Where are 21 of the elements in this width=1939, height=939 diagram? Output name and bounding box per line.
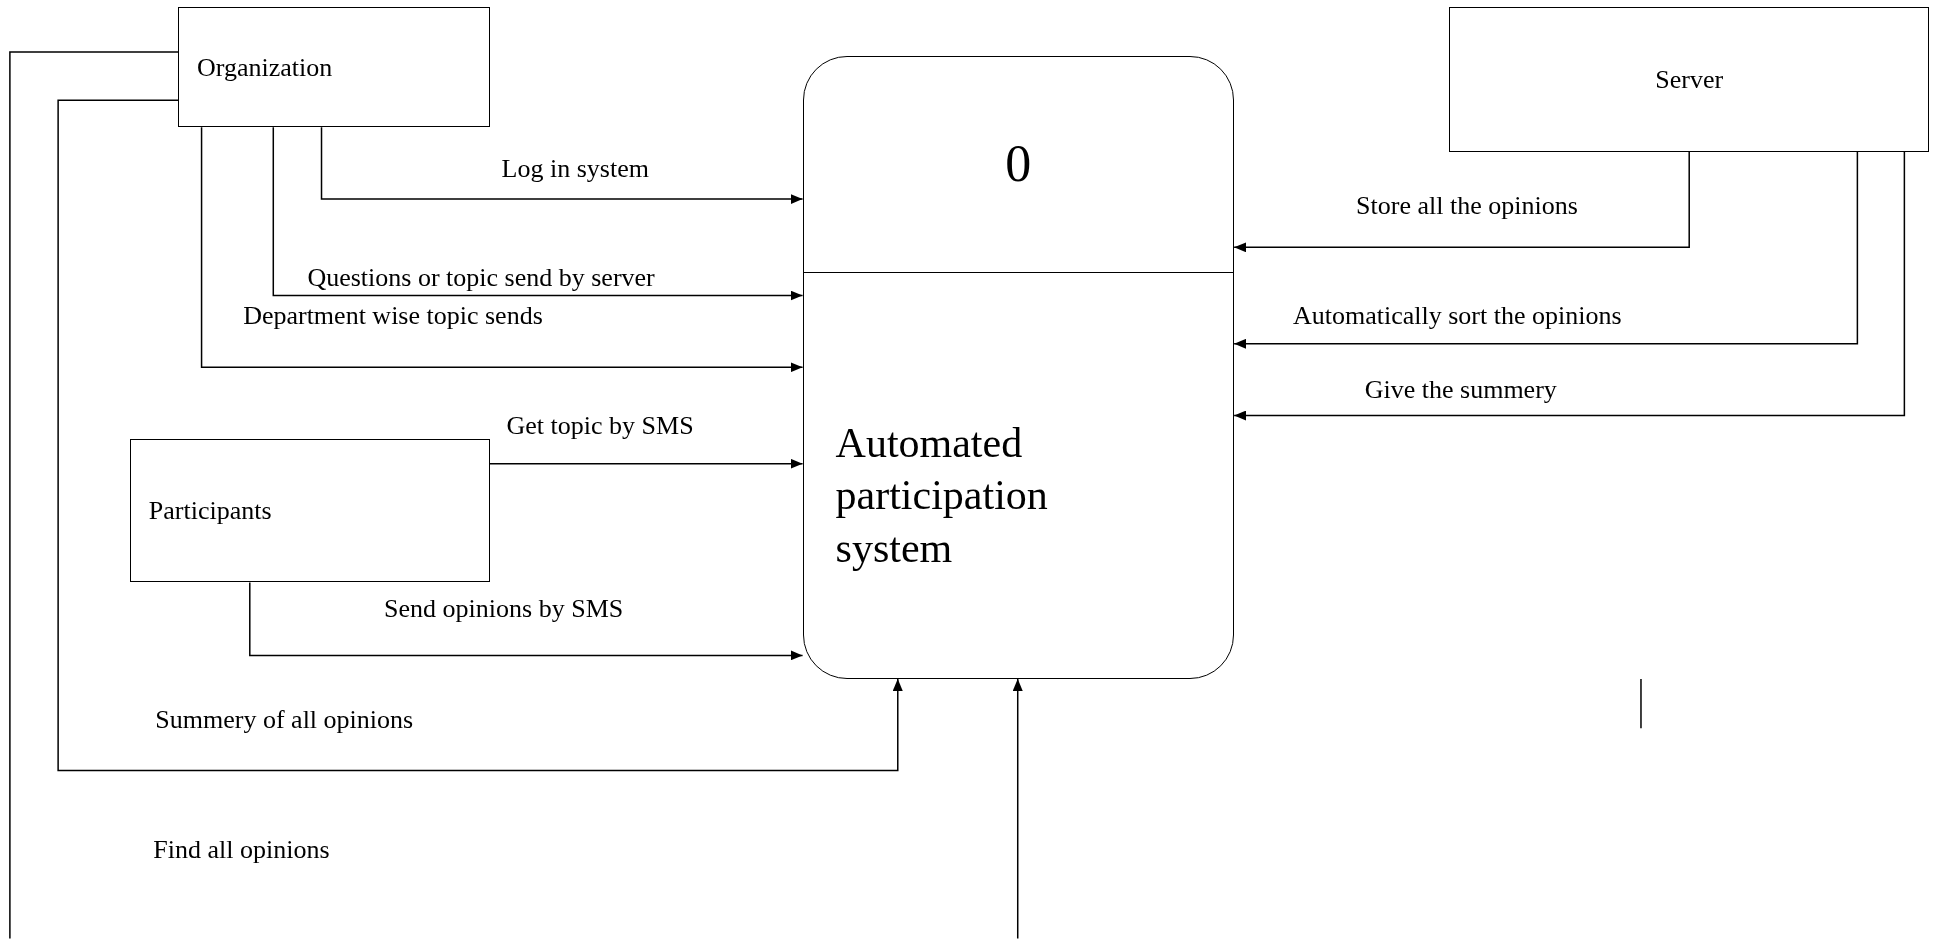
process-box: [802, 55, 1235, 679]
entity-name: Server: [1655, 64, 1724, 97]
arrow: [1012, 678, 1023, 939]
arrow: [1233, 151, 1906, 421]
arrow: [57, 99, 903, 772]
arrow: [1233, 151, 1859, 349]
entity-name: Participants: [148, 495, 272, 528]
arrow: [249, 581, 804, 661]
entity-box: [178, 7, 490, 128]
arrow: [1233, 151, 1690, 253]
arrow: [320, 126, 804, 205]
process-name: Automated participation system: [835, 418, 1049, 573]
entity-box: [129, 439, 490, 583]
entity-name: Organization: [197, 51, 333, 84]
arrow: [200, 126, 804, 373]
entity-box: [1449, 7, 1930, 153]
note-text: Find all opinions: [153, 837, 330, 864]
arrow: [488, 458, 804, 469]
process-number: 0: [1005, 138, 1032, 191]
connector-line: [9, 51, 179, 939]
arrow: [272, 126, 804, 301]
